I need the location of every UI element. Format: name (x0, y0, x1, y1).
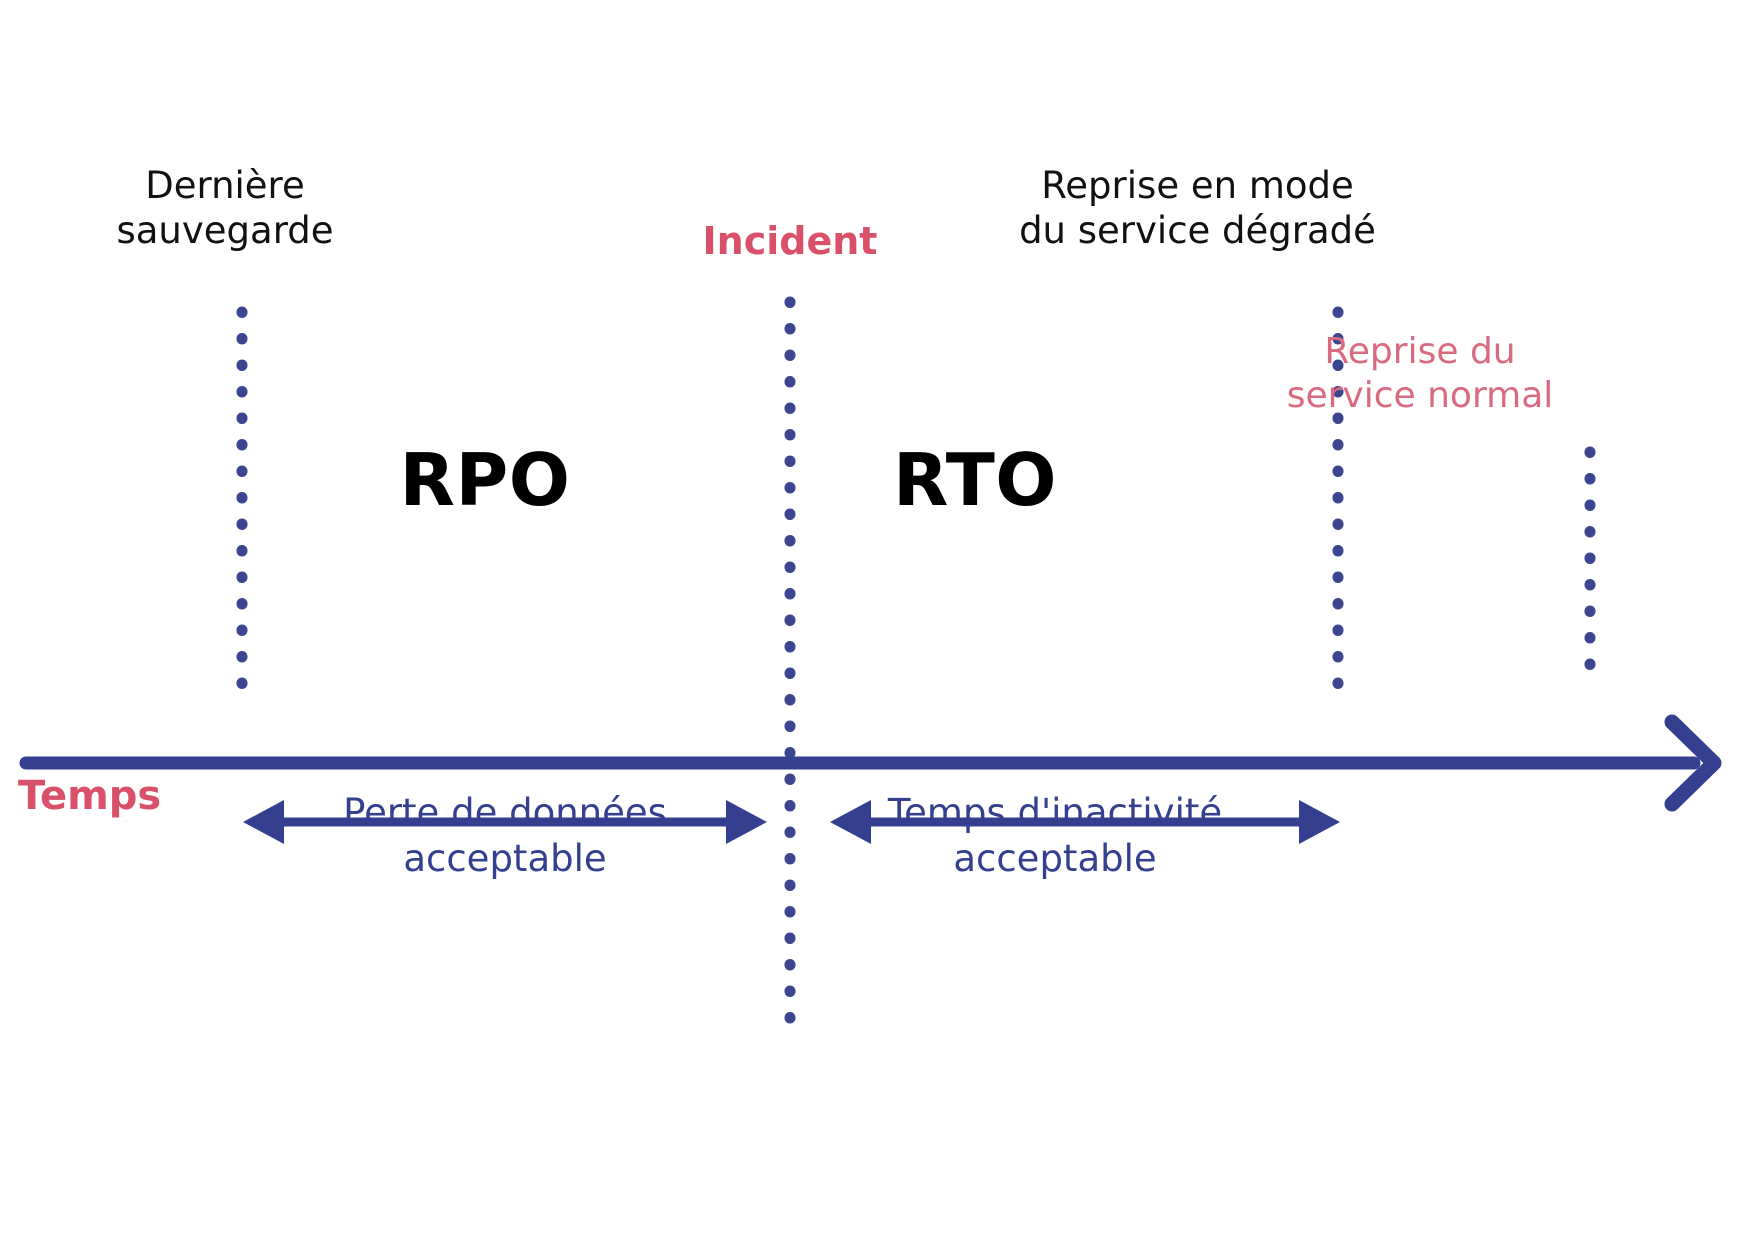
time-axis-label: Temps (18, 773, 162, 819)
event-label-last-backup: Dernière sauvegarde (116, 164, 334, 253)
event-label-incident: Incident (702, 219, 878, 263)
objective-caption-rto: Temps d'inactivité acceptable (887, 791, 1223, 881)
rto-measure-arrow (830, 800, 1340, 844)
objective-label-rpo: RPO (399, 438, 571, 522)
event-label-degraded-service-recovery: Reprise en mode du service dégradé (1019, 164, 1376, 253)
event-label-normal-service-recovery: Reprise du service normal (1286, 331, 1554, 416)
arrow-right-icon (1664, 714, 1722, 812)
objective-caption-rpo: Perte de données acceptable (343, 791, 667, 881)
rpo-measure-arrow (243, 800, 767, 844)
objective-label-rto: RTO (892, 438, 1058, 522)
